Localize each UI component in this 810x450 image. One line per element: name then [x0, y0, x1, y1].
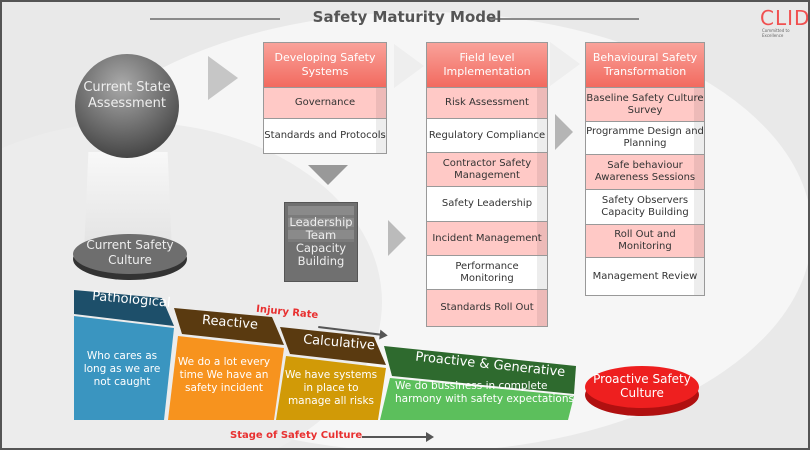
stage-axis-arrow-icon: [362, 432, 434, 442]
column-item: Baseline Safety Culture Survey: [586, 88, 704, 122]
stage-box-proactive: [380, 378, 574, 420]
arrow-right-icon: [555, 114, 573, 150]
arrow-down-icon: [308, 165, 348, 185]
stage-box-calculative: [276, 356, 386, 420]
stage-tab-calculative: [280, 327, 386, 365]
arrow-right-icon: [388, 220, 406, 256]
leadership-label: Leadership Team Capacity Building: [289, 215, 353, 268]
arrow-right-ghost-icon: [394, 44, 424, 88]
column-item: Standards Roll Out: [427, 290, 547, 326]
clide-logo: CLIDE: [760, 6, 810, 30]
column-item: Management Review: [586, 258, 704, 295]
column-developing-safety-systems: Developing Safety Systems Governance Sta…: [263, 42, 387, 154]
stage-box-pathological: [74, 316, 174, 420]
arrow-right-icon: [208, 56, 238, 100]
column-item: Contractor Safety Management: [427, 153, 547, 187]
stage-tab-proactive: [384, 346, 576, 394]
column-item: Programme Design and Planning: [586, 122, 704, 155]
column-item: Regulatory Compliance: [427, 119, 547, 153]
current-culture-disc: Current Safety Culture: [73, 234, 187, 274]
stage-axis-label: Stage of Safety Culture: [230, 430, 363, 441]
diagram-title: Safety Maturity Model: [312, 8, 502, 26]
column-field-level-implementation: Field level Implementation Risk Assessme…: [426, 42, 548, 327]
current-state-sphere: Current State Assessment: [75, 54, 179, 158]
leadership-box-highlight: [288, 206, 354, 242]
column-item: Performance Monitoring: [427, 256, 547, 290]
target-culture-disc: Proactive Safety Culture: [585, 366, 699, 408]
title-rule-right: [489, 18, 639, 20]
leadership-box: Leadership Team Capacity Building: [284, 202, 358, 282]
column-behavioural-safety-transformation: Behavioural Safety Transformation Baseli…: [585, 42, 705, 296]
column-item: Incident Management: [427, 222, 547, 256]
column-item: Risk Assessment: [427, 88, 547, 119]
column-header: Field level Implementation: [427, 43, 547, 88]
stage-box-reactive: [168, 336, 284, 420]
stage-tab-reactive: [174, 308, 284, 345]
column-item: Safety Observers Capacity Building: [586, 190, 704, 225]
stage-tab-pathological: [74, 290, 174, 326]
column-item: Standards and Protocols: [264, 119, 386, 153]
logo-tagline: Committed to Excellence: [762, 28, 790, 38]
column-item: Roll Out and Monitoring: [586, 225, 704, 258]
stage-desc-proactive: We do bussiness in complete harmony with…: [395, 380, 574, 405]
stage-desc-calculative: We have systems in place to manage all r…: [284, 369, 378, 407]
column-item: Safety Leadership: [427, 187, 547, 222]
column-item: Governance: [264, 88, 386, 119]
column-item: Safe behaviour Awareness Sessions: [586, 155, 704, 190]
stage-desc-reactive: We do a lot every time We have an safety…: [177, 356, 271, 394]
stage-desc-pathological: Who cares as long as we are not caught: [83, 350, 161, 388]
arrow-right-ghost-icon: [550, 42, 580, 86]
title-rule-left: [150, 18, 280, 20]
column-header: Developing Safety Systems: [264, 43, 386, 88]
column-header: Behavioural Safety Transformation: [586, 43, 704, 88]
